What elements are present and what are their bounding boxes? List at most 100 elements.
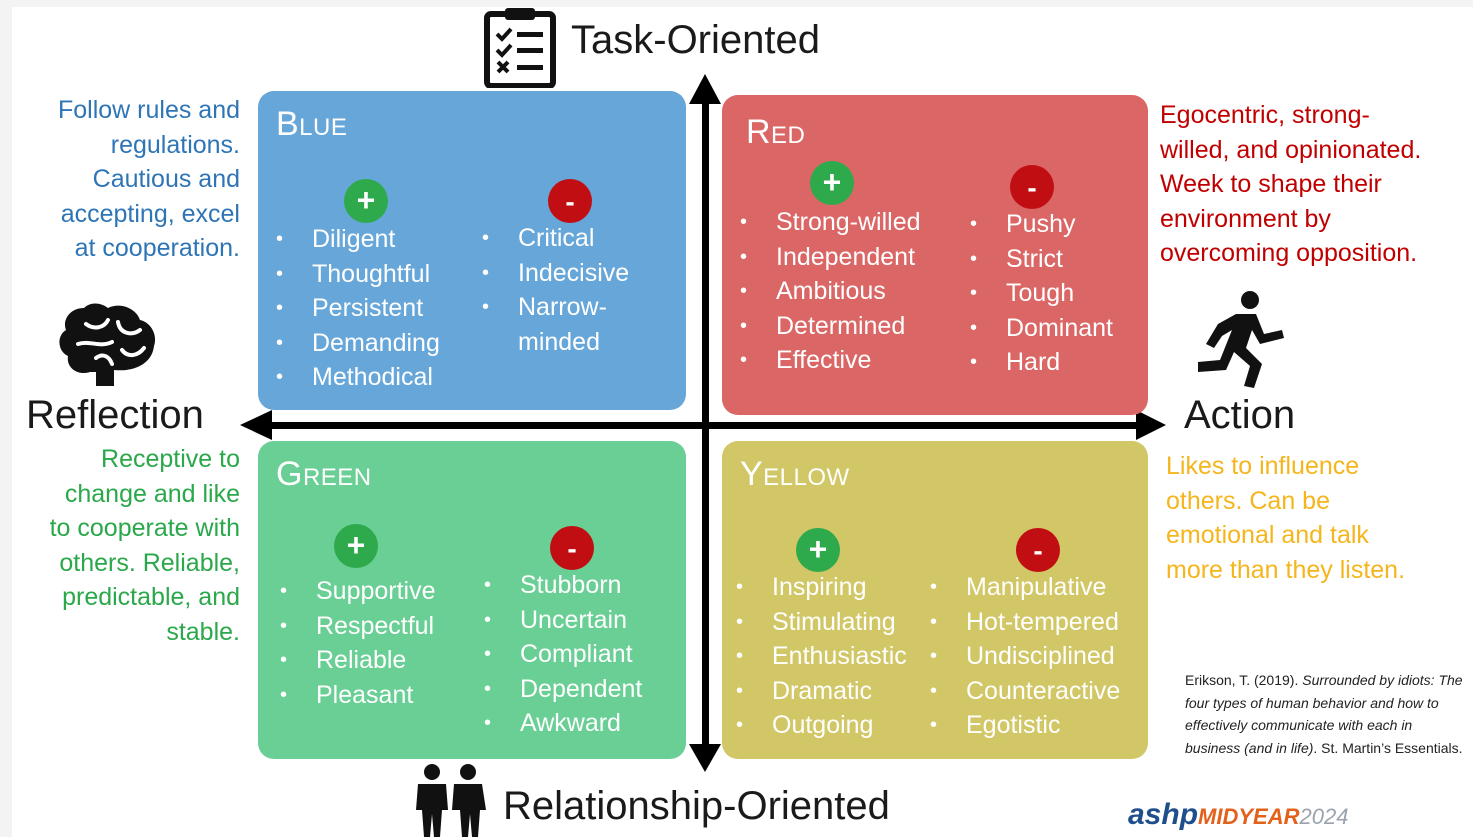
logo-year: 2024 bbox=[1299, 804, 1349, 829]
trait: Independent bbox=[740, 240, 921, 275]
trait: Counteractive bbox=[930, 674, 1120, 709]
trait: Dominant bbox=[970, 311, 1113, 346]
trait: Pleasant bbox=[280, 678, 436, 713]
trait: Hard bbox=[970, 345, 1113, 380]
trait: Diligent bbox=[276, 222, 440, 257]
trait: Persistent bbox=[276, 291, 440, 326]
trait: Compliant bbox=[484, 637, 642, 672]
yellow-description: Likes to influence others. Can be emotio… bbox=[1166, 449, 1405, 587]
trait: Critical bbox=[482, 221, 629, 256]
quadrant-title: Yellow bbox=[740, 455, 850, 493]
trait: Ambitious bbox=[740, 274, 921, 309]
negative-traits-list: Pushy Strict Tough Dominant Hard bbox=[970, 207, 1113, 380]
trait: Hot-tempered bbox=[930, 605, 1120, 640]
quadrant-title: Blue bbox=[276, 105, 348, 143]
description-line: willed, and opinionated. bbox=[1160, 135, 1422, 164]
description-line: to cooperate with bbox=[49, 514, 240, 542]
arrow-up-icon bbox=[689, 74, 721, 104]
minus-icon: - bbox=[1016, 528, 1060, 572]
trait: Strict bbox=[970, 242, 1113, 277]
negative-traits-list: Critical Indecisive Narrow- minded bbox=[482, 221, 629, 359]
trait: Awkward bbox=[484, 706, 642, 741]
quadrant-yellow: Yellow + - Inspiring Stimulating Enthusi… bbox=[722, 441, 1148, 759]
positive-traits-list: Supportive Respectful Reliable Pleasant bbox=[280, 574, 436, 712]
description-line: accepting, excel bbox=[60, 199, 240, 228]
quadrant-title: Red bbox=[746, 113, 806, 151]
trait: Tough bbox=[970, 276, 1113, 311]
axis-label-left: Reflection bbox=[26, 393, 204, 437]
plus-icon: + bbox=[810, 161, 854, 205]
description-line: others. Can be bbox=[1166, 486, 1330, 515]
two-people-icon bbox=[416, 764, 486, 837]
blue-description: Follow rules and regulations. Cautious a… bbox=[58, 93, 240, 266]
trait: Dependent bbox=[484, 672, 642, 707]
plus-icon: + bbox=[796, 528, 840, 572]
positive-traits-list: Inspiring Stimulating Enthusiastic Drama… bbox=[736, 570, 907, 743]
axis-label-right: Action bbox=[1184, 393, 1296, 437]
minus-icon: - bbox=[550, 526, 594, 570]
trait: Thoughtful bbox=[276, 257, 440, 292]
citation: Erikson, T. (2019). Surrounded by idiots… bbox=[1185, 669, 1470, 759]
description-line: emotional and talk bbox=[1166, 521, 1369, 549]
logo-event: MIDYEAR bbox=[1198, 804, 1300, 829]
logo-brand: ashp bbox=[1128, 798, 1199, 831]
plus-icon: + bbox=[344, 179, 388, 223]
description-line: stable. bbox=[166, 617, 240, 646]
trait: Uncertain bbox=[484, 603, 642, 638]
trait: Outgoing bbox=[736, 708, 907, 743]
trait: Strong-willed bbox=[740, 205, 921, 240]
red-description: Egocentric, strong- willed, and opiniona… bbox=[1160, 98, 1421, 271]
trait: Narrow- bbox=[482, 290, 629, 325]
trait: Indecisive bbox=[482, 256, 629, 291]
trait: Manipulative bbox=[930, 570, 1120, 605]
brain-icon bbox=[59, 303, 156, 386]
positive-traits-list: Diligent Thoughtful Persistent Demanding… bbox=[276, 222, 440, 395]
trait: Methodical bbox=[276, 360, 440, 395]
trait: Undisciplined bbox=[930, 639, 1120, 674]
trait: Enthusiastic bbox=[736, 639, 907, 674]
citation-title: Surrounded by idiots: The four types of … bbox=[1185, 672, 1463, 756]
trait: Egotistic bbox=[930, 708, 1120, 743]
minus-icon: - bbox=[548, 179, 592, 223]
description-line: Follow rules and bbox=[57, 96, 240, 124]
description-line: environment by bbox=[1160, 204, 1331, 233]
arrow-left-icon bbox=[240, 410, 272, 440]
trait: Reliable bbox=[280, 643, 436, 678]
clipboard-checklist-icon bbox=[484, 8, 556, 88]
trait: Inspiring bbox=[736, 570, 907, 605]
axis-label-bottom: Relationship-Oriented bbox=[503, 784, 890, 828]
description-line: Week to shape their bbox=[1160, 170, 1382, 198]
trait: Dramatic bbox=[736, 674, 907, 709]
trait: Determined bbox=[740, 309, 921, 344]
axis-label-top: Task-Oriented bbox=[571, 18, 820, 62]
description-line: change and like bbox=[64, 479, 240, 508]
description-line: others. Reliable, bbox=[59, 548, 240, 577]
trait: Stubborn bbox=[484, 568, 642, 603]
trait: Pushy bbox=[970, 207, 1113, 242]
description-line: Egocentric, strong- bbox=[1160, 101, 1370, 129]
description-line: Likes to influence bbox=[1166, 452, 1360, 480]
positive-traits-list: Strong-willed Independent Ambitious Dete… bbox=[740, 205, 921, 378]
plus-icon: + bbox=[334, 524, 378, 568]
arrow-right-icon bbox=[1136, 410, 1166, 440]
citation-author: Erikson, T. (2019). bbox=[1185, 672, 1303, 688]
green-description: Receptive to change and like to cooperat… bbox=[50, 442, 240, 649]
negative-traits-list: Stubborn Uncertain Compliant Dependent A… bbox=[484, 568, 642, 741]
quadrant-red: Red + - Strong-willed Independent Ambiti… bbox=[722, 95, 1148, 415]
trait: Respectful bbox=[280, 609, 436, 644]
description-line: regulations. bbox=[110, 130, 240, 159]
running-person-icon bbox=[1198, 291, 1284, 388]
description-line: predictable, and bbox=[62, 583, 240, 611]
ashp-midyear-logo: ashpMIDYEAR2024 bbox=[1128, 798, 1348, 832]
description-line: Receptive to bbox=[101, 445, 240, 473]
description-line: overcoming opposition. bbox=[1160, 239, 1418, 267]
trait-continuation: minded bbox=[518, 327, 600, 356]
negative-traits-list: Manipulative Hot-tempered Undisciplined … bbox=[930, 570, 1120, 743]
minus-icon: - bbox=[1010, 165, 1054, 209]
trait: Supportive bbox=[280, 574, 436, 609]
trait: Effective bbox=[740, 343, 921, 378]
description-line: more than they listen. bbox=[1166, 555, 1406, 584]
description-line: Cautious and bbox=[92, 165, 240, 193]
quadrant-green: Green + - Supportive Respectful Reliable… bbox=[258, 441, 686, 759]
